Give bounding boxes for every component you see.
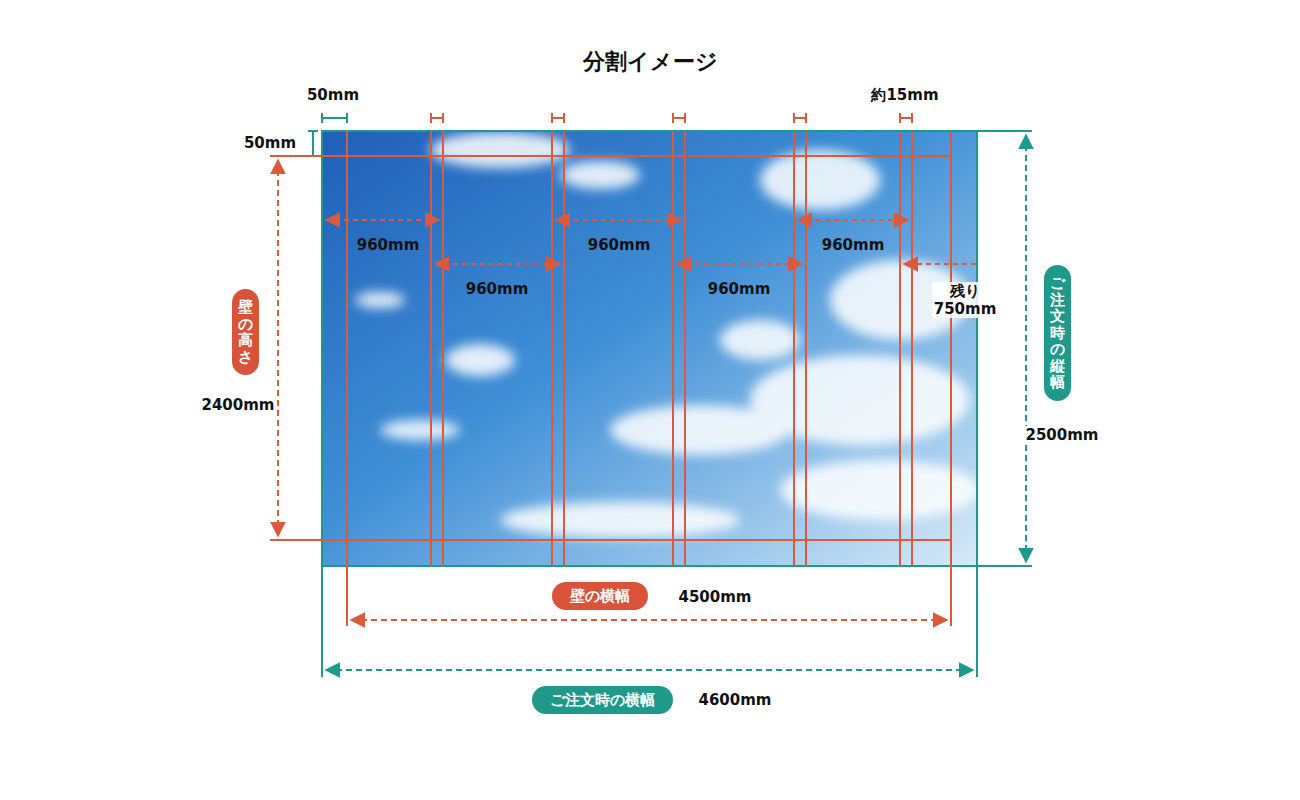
dimension-label: 50mm <box>242 134 298 152</box>
sky-photo <box>322 131 977 566</box>
title: 分割イメージ <box>583 47 718 77</box>
dimension-label: 960mm <box>464 280 531 298</box>
badge-text: 壁の高さ <box>238 299 253 365</box>
order-width-badge: ご注文時の横幅 <box>532 686 673 714</box>
order-outline <box>308 113 1032 677</box>
dimension-label: 960mm <box>355 236 422 254</box>
dimension-label: 2400mm <box>199 396 276 414</box>
badge-text: ご注文時の横幅 <box>550 691 655 709</box>
dimension-label: 4500mm <box>676 588 753 606</box>
dimension-label: 960mm <box>820 236 887 254</box>
dimension-label: 960mm <box>586 236 653 254</box>
dimension-label: 4600mm <box>696 691 773 709</box>
dimension-label: 約15mm <box>869 86 940 104</box>
wall-width-badge: 壁の横幅 <box>552 582 648 610</box>
dimension-label: 960mm <box>706 280 773 298</box>
panel-lines <box>270 113 976 626</box>
wall-height-badge: 壁の高さ <box>232 289 259 375</box>
dimension-label: 50mm <box>305 86 361 104</box>
dimension-label: 残り 750mm <box>932 282 999 318</box>
order-height-badge: ご注文時の縦幅 <box>1044 265 1071 401</box>
dimension-label: 2500mm <box>1023 426 1100 444</box>
badge-text: ご注文時の縦幅 <box>1050 275 1065 391</box>
badge-text: 壁の横幅 <box>570 587 630 605</box>
